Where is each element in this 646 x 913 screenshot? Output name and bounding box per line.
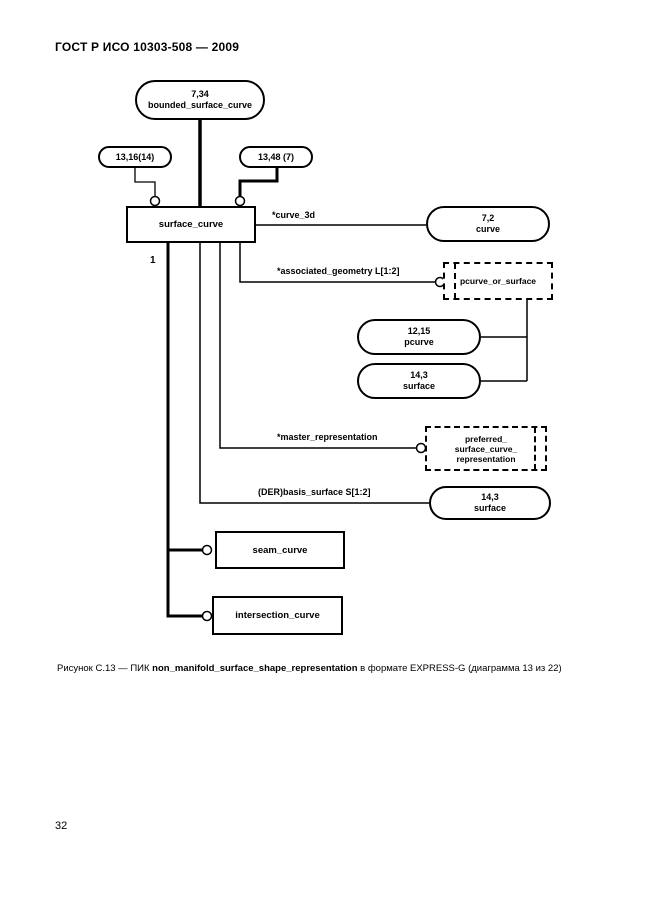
basis-surface-line	[199, 243, 429, 504]
node-label: curve	[475, 224, 501, 234]
node-label: pcurve_or_surface	[459, 275, 537, 286]
node-seam-curve: seam_curve	[215, 531, 345, 569]
select-type-bar	[454, 263, 456, 299]
select-type-bar	[534, 427, 536, 470]
subtype-tree-line	[166, 243, 202, 618]
node-label: pcurve	[404, 337, 434, 347]
caption-prefix: Рисунок С.13 — ПИК	[57, 663, 153, 674]
associated-geometry-line	[239, 243, 435, 283]
node-ref: 7,2	[481, 213, 495, 223]
node-label: surface_curve	[158, 219, 224, 230]
select-join-line	[481, 300, 528, 382]
document-header: ГОСТ Р ИСО 10303-508 — 2009	[55, 40, 240, 54]
relation-circle	[201, 544, 213, 556]
node-curve: 7,2 curve	[426, 206, 550, 242]
node-page-ref-right: 13,48 (7)	[239, 146, 313, 168]
master-representation-line	[219, 243, 416, 449]
node-label: surface_curve_	[454, 443, 518, 454]
page-ref-right-line	[238, 167, 279, 196]
edge-label-subtype-marker: 1	[150, 255, 156, 266]
node-surface-select: 14,3 surface	[357, 363, 481, 399]
node-label: 13,48 (7)	[257, 151, 295, 162]
node-pcurve: 12,15 pcurve	[357, 319, 481, 355]
node-label: seam_curve	[252, 544, 308, 556]
caption-suffix: в формате EXPRESS-G (диаграмма 13 из 22)	[357, 663, 562, 674]
node-label: preferred_	[464, 433, 508, 444]
node-surface-curve: surface_curve	[126, 206, 256, 243]
node-ref: 14,3	[481, 492, 499, 502]
page-number: 32	[55, 820, 68, 832]
edge-label-curve-3d: *curve_3d	[272, 210, 316, 220]
node-ref: 7,34	[191, 89, 209, 99]
edge-label-master-representation: *master_representation	[277, 432, 378, 442]
node-label: intersection_curve	[235, 610, 320, 621]
node-page-ref-left: 13,16(14)	[98, 146, 172, 168]
node-label: bounded_surface_curve	[147, 100, 253, 110]
node-label: 13,16(14)	[115, 151, 155, 162]
edge-label-basis-surface: (DER)basis_surface S[1:2]	[258, 487, 371, 497]
edge-label-associated-geometry: *associated_geometry L[1:2]	[277, 266, 400, 276]
node-surface-basis: 14,3 surface	[429, 486, 551, 520]
node-label: surface	[473, 503, 507, 513]
node-intersection-curve: intersection_curve	[212, 596, 343, 635]
node-pcurve-or-surface: pcurve_or_surface	[443, 262, 553, 300]
relation-circle	[234, 195, 246, 207]
node-bounded-surface-curve: 7,34 bounded_surface_curve	[135, 80, 265, 120]
node-label: surface	[402, 381, 436, 391]
caption-entity-name: non_manifold_surface_shape_representatio…	[152, 663, 358, 674]
figure-caption: Рисунок С.13 — ПИК non_manifold_surface_…	[57, 662, 617, 675]
relation-circle	[201, 610, 213, 622]
node-ref: 12,15	[407, 326, 431, 336]
page-ref-left-line	[134, 167, 156, 196]
node-label: representation	[456, 453, 516, 464]
node-ref: 14,3	[410, 370, 428, 380]
node-preferred-surface-curve-representation: preferred_ surface_curve_ representation	[425, 426, 547, 471]
relation-circle	[149, 195, 161, 207]
